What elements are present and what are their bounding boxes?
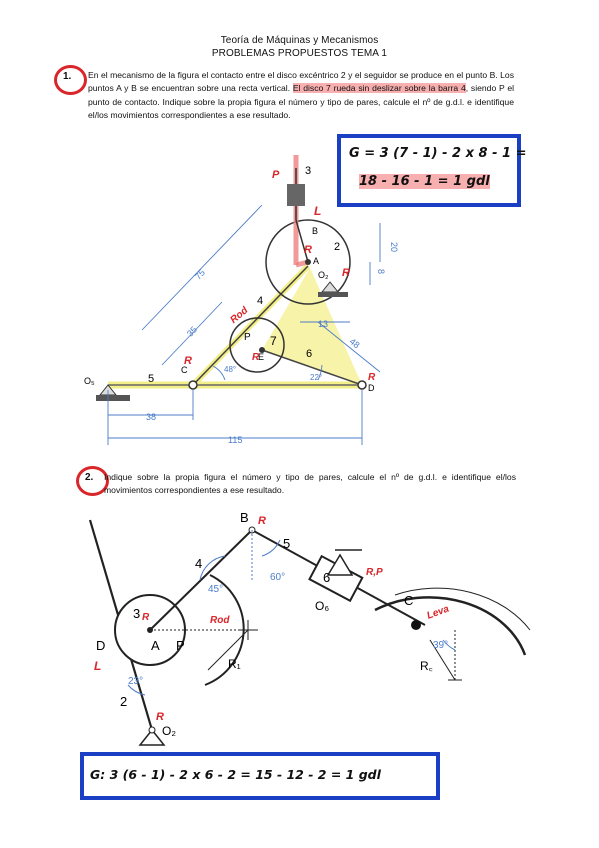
problem1-statement: En el mecanismo de la figura el contacto…: [88, 70, 515, 121]
arc-R1: [204, 574, 245, 686]
problem1-number-circle: [54, 65, 87, 95]
answer2: G: 3 (6 - 1) - 2 x 6 - 2 = 15 - 12 - 2 =…: [90, 767, 381, 782]
answer1-line2: 18 - 16 - 1 = 1 gdl: [359, 174, 490, 189]
problem2-statement: Indique sobre la propia figura el número…: [104, 472, 516, 496]
label2-link2: 2: [120, 694, 127, 709]
annot-R-C: R: [184, 355, 192, 367]
dim-20: 20: [389, 242, 399, 252]
label2-link5: 5: [283, 536, 290, 551]
follower-guide: [287, 184, 305, 206]
dim-115: 115: [228, 435, 242, 445]
problem2-mechanism-figure: B 5 4 45° 60° 6 O₆ 3 A P R₁ C 39° R꜀ D 2…: [88, 510, 531, 746]
bar6: [261, 349, 363, 386]
annot2-R-O2: R: [156, 711, 164, 723]
label-D: D: [368, 383, 375, 393]
label2-link3: 3: [133, 606, 140, 621]
annot-R-O2: R: [342, 267, 350, 279]
link4: [149, 529, 253, 631]
problem2-number: 2.: [85, 472, 94, 483]
label2-A: A: [151, 638, 160, 653]
dim-38: 38: [146, 412, 156, 422]
label2-D: D: [96, 638, 105, 653]
dim-8: 8: [376, 269, 386, 274]
label2-B: B: [240, 510, 249, 525]
label2-C: C: [404, 593, 413, 608]
label-link2: 2: [334, 241, 340, 253]
annot-P: P: [272, 169, 280, 181]
label2-R1: R₁: [228, 657, 241, 671]
label-O5: O₅: [84, 376, 95, 386]
label2-ang60: 60°: [270, 572, 285, 583]
label-link5: 5: [148, 373, 154, 385]
label-B: B: [312, 226, 318, 236]
cam-arc: [374, 596, 527, 656]
angle-22: 22°: [310, 373, 322, 382]
angle-48: 48°: [224, 365, 236, 374]
problem1-number: 1.: [63, 71, 72, 82]
annot2-RP: R,P: [366, 567, 383, 578]
label2-ang39: 39°: [433, 640, 448, 651]
label-E: E: [258, 352, 264, 362]
label-P: P: [244, 332, 251, 343]
label2-Rc: R꜀: [420, 659, 433, 673]
course-title: Teoría de Máquinas y Mecanismos: [220, 35, 379, 46]
annot-L: L: [314, 204, 321, 218]
label-A: A: [313, 256, 319, 266]
label2-P: P: [176, 638, 185, 653]
annot2-L: L: [94, 659, 101, 673]
label-link4: 4: [257, 295, 263, 307]
annot-R-A: R: [304, 244, 312, 256]
label2-ang45: 45°: [208, 584, 223, 595]
dim-35: 35: [185, 325, 199, 339]
problem1-answer-box: G = 3 (7 - 1) - 2 x 8 - 1 = 18 - 16 - 1 …: [337, 134, 527, 207]
dim-13: 13: [318, 319, 328, 329]
label2-link4: 4: [195, 556, 202, 571]
annot-R-D: R: [368, 372, 376, 383]
label-link3: 3: [305, 165, 311, 177]
page-subtitle: PROBLEMAS PROPUESTOS TEMA 1: [211, 48, 388, 59]
annot2-Rod: Rod: [210, 615, 230, 626]
answer1-line1: G = 3 (7 - 1) - 2 x 8 - 1 =: [349, 146, 527, 161]
disk7: [229, 317, 285, 373]
label2-ang23: 23°: [128, 676, 143, 687]
problem2-answer-box: G: 3 (6 - 1) - 2 x 6 - 2 = 15 - 12 - 2 =…: [80, 752, 440, 800]
problem1-mechanism-figure: 3 B 2 A O₂ 4 P 7 E 6 C O₅ 5 D 75 35 20 8…: [84, 155, 399, 445]
label-link6: 6: [306, 348, 312, 360]
label-O2: O₂: [318, 270, 329, 280]
label2-O2: O₂: [162, 724, 176, 738]
label-link7: 7: [270, 334, 277, 348]
annot2-R-B: R: [258, 515, 266, 527]
label2-O6: O₆: [315, 599, 329, 613]
annot-R-E: R: [252, 352, 260, 363]
annot2-R-3: R: [142, 612, 150, 623]
annot2-Leva: Leva: [425, 603, 451, 621]
label2-link6: 6: [323, 570, 330, 585]
dim-75: 75: [193, 268, 207, 282]
label-C: C: [181, 365, 188, 375]
disk2: [265, 219, 351, 305]
dim-48: 48: [348, 336, 362, 350]
link6-fill: [262, 268, 362, 385]
bar4: [192, 265, 309, 386]
problem2-number-circle: [76, 466, 109, 496]
